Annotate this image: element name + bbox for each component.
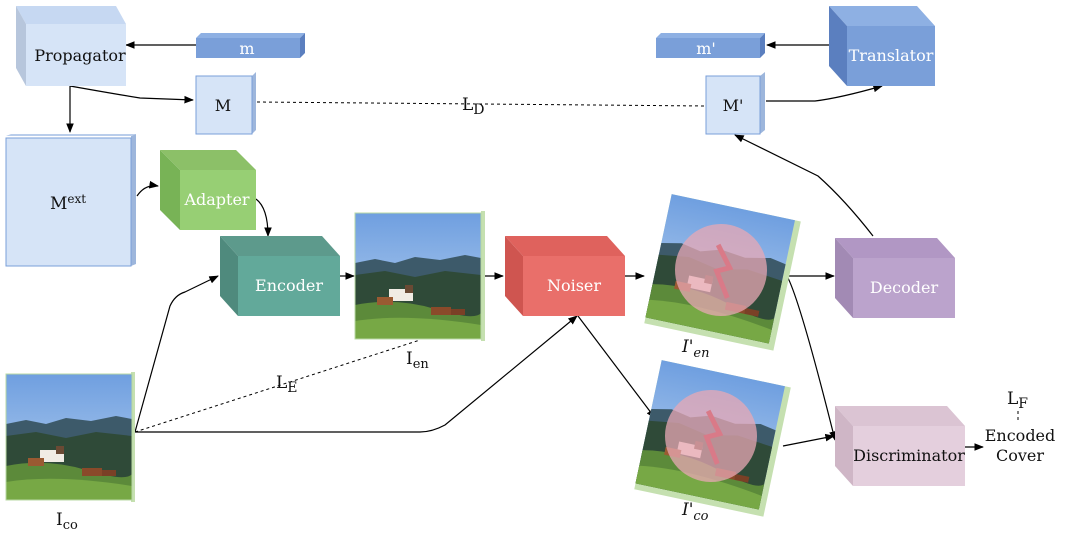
M-label: M bbox=[215, 96, 231, 115]
ico-label: Ico bbox=[56, 510, 78, 533]
adapter-label: Adapter bbox=[183, 190, 249, 209]
adapter-node: Adapter bbox=[160, 150, 256, 230]
discriminator-node: Discriminator bbox=[835, 406, 965, 486]
translator-node: Translator bbox=[829, 6, 935, 86]
decoder-label: Decoder bbox=[870, 278, 939, 297]
loss-line-LE bbox=[134, 339, 421, 433]
propagator-node: Propagator bbox=[16, 6, 126, 86]
M-node: M bbox=[195, 72, 256, 135]
edge-decoder-to-M-prime bbox=[734, 134, 874, 237]
loss-LF-label: LF bbox=[1007, 389, 1028, 412]
encoder-node: Encoder bbox=[220, 236, 340, 316]
edge-M-prime-to-translator bbox=[766, 84, 883, 102]
ipco-image bbox=[634, 360, 791, 517]
ipen-image bbox=[644, 194, 801, 351]
ien-label: Ien bbox=[406, 349, 429, 372]
discriminator-label: Discriminator bbox=[853, 446, 965, 465]
edge-ipco-to-discriminator bbox=[782, 433, 835, 447]
mext-label: Mext bbox=[50, 192, 86, 214]
ipco-label: I'co bbox=[681, 500, 709, 524]
M-prime-node: M' bbox=[705, 72, 765, 135]
encoded-cover-line2: Cover bbox=[996, 446, 1044, 465]
ipen-label: I'en bbox=[681, 337, 709, 361]
ico-image: Ico bbox=[5, 372, 135, 533]
edge-ico-to-encoder bbox=[134, 275, 219, 433]
translator-label: Translator bbox=[849, 46, 934, 65]
loss-line-LD bbox=[256, 101, 706, 107]
decoder-node: Decoder bbox=[835, 238, 955, 318]
edges bbox=[66, 41, 1019, 451]
M-prime-label: M' bbox=[723, 96, 744, 115]
m-prime-label: m' bbox=[696, 39, 716, 58]
noiser-label: Noiser bbox=[547, 276, 601, 295]
edge-mext-to-adapter bbox=[136, 180, 159, 197]
mext-node: Mext bbox=[5, 134, 136, 267]
edge-noiser-to-ipco bbox=[577, 315, 656, 419]
encoded-cover: Encoded Cover bbox=[985, 426, 1056, 465]
m-prime-node: m' bbox=[656, 33, 765, 58]
encoded-cover-line1: Encoded bbox=[985, 426, 1056, 445]
noiser-node: Noiser bbox=[505, 236, 625, 316]
m-label: m bbox=[239, 39, 254, 58]
encoder-label: Encoder bbox=[255, 276, 323, 295]
edge-adapter-to-encoder bbox=[255, 198, 272, 237]
m-node: m bbox=[196, 33, 305, 58]
edge-ico-to-noiser bbox=[135, 315, 578, 433]
edge-ipen-to-discriminator bbox=[786, 275, 837, 441]
ien-image: Ien bbox=[354, 211, 485, 372]
propagator-label: Propagator bbox=[34, 46, 126, 65]
loss-LD-label: LD bbox=[462, 95, 485, 118]
edge-propagator-to-M bbox=[69, 85, 194, 104]
loss-LE-label: LE bbox=[276, 373, 298, 396]
